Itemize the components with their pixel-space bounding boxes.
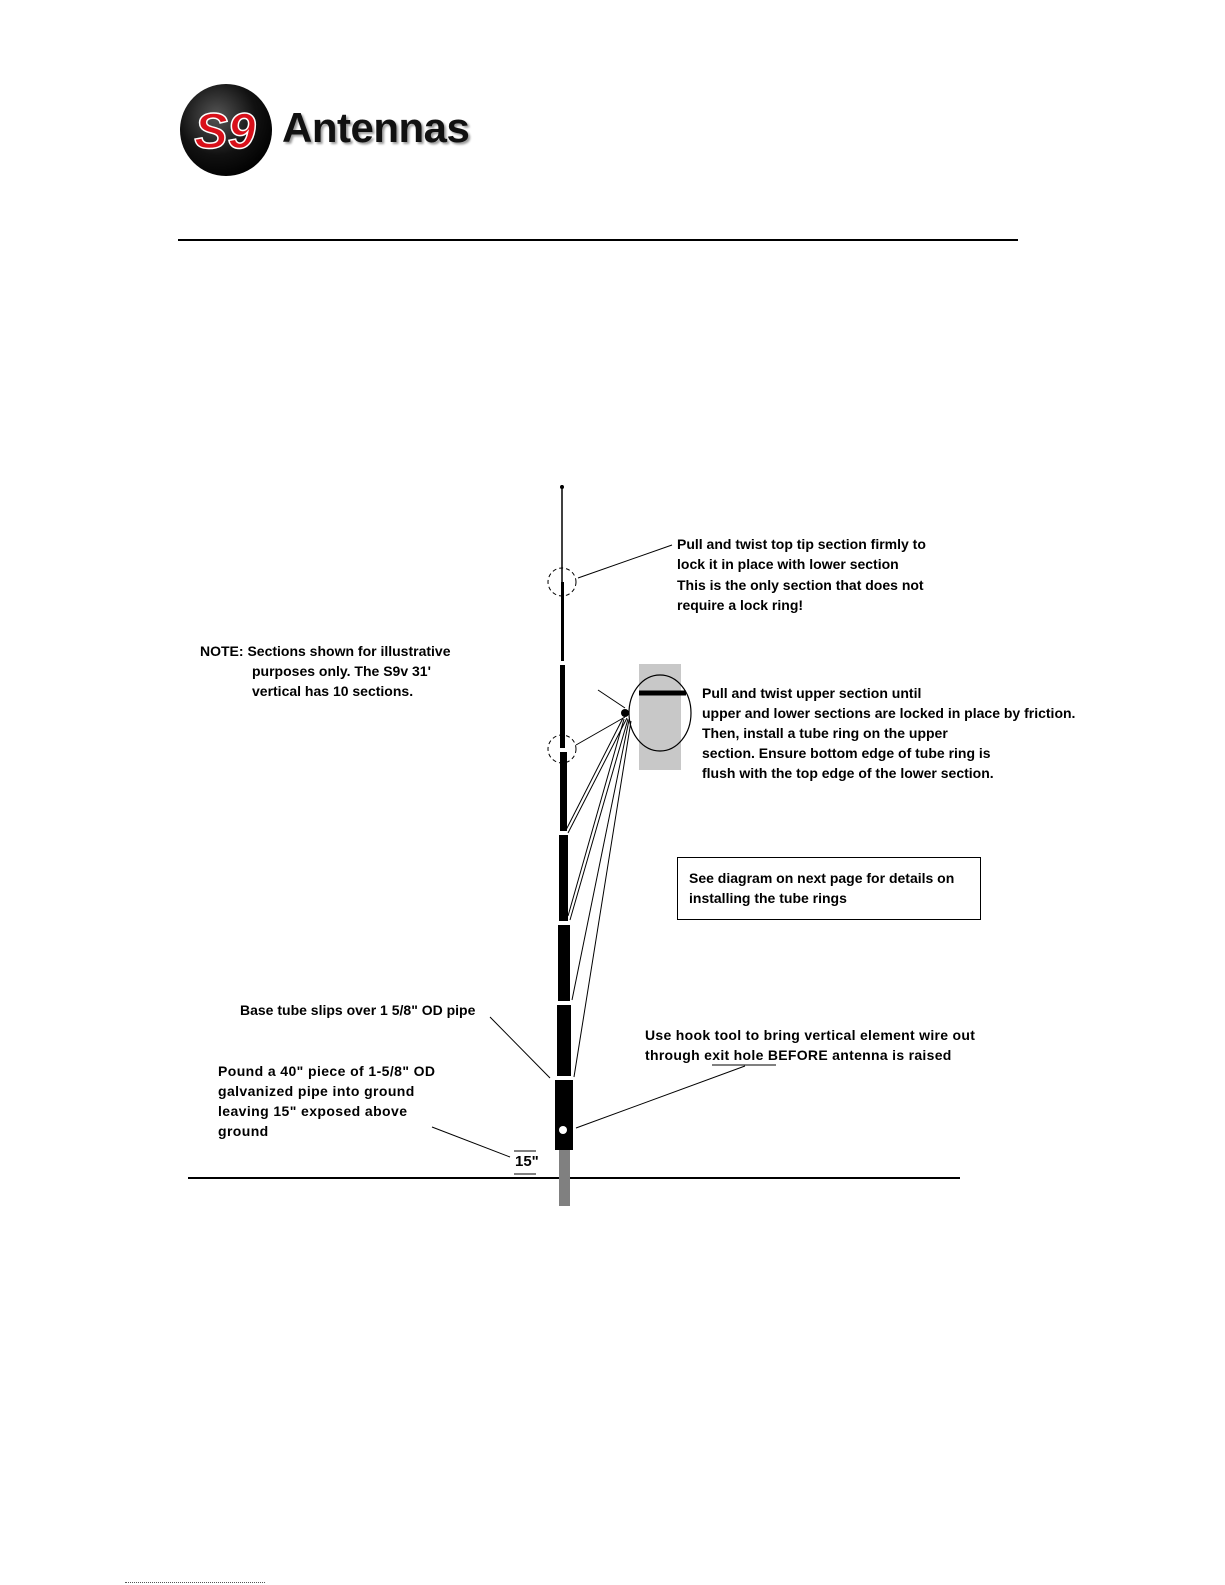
antenna-top-section bbox=[561, 582, 564, 661]
top-joint-marker bbox=[547, 567, 577, 597]
footer-divider bbox=[125, 1582, 265, 1583]
see-next-page-text: See diagram on next page for details on … bbox=[689, 870, 955, 906]
upper-section-callout: Pull and twist upper section until upper… bbox=[702, 685, 1076, 781]
upper-joint-leader bbox=[575, 716, 626, 746]
antenna-section-3 bbox=[558, 925, 570, 1001]
header-divider bbox=[178, 239, 1018, 241]
joint-leader-fan bbox=[565, 717, 632, 1078]
see-next-page-box bbox=[677, 857, 981, 920]
antenna-tip-ball bbox=[560, 485, 564, 489]
upper-joint-marker bbox=[547, 734, 577, 764]
note-callout: NOTE: Sections shown for illustrative pu… bbox=[200, 643, 451, 699]
tube-ring-detail-bg bbox=[639, 664, 681, 770]
ground-pipe bbox=[559, 1148, 570, 1206]
antenna-section-4 bbox=[559, 835, 568, 921]
joint-focus-dot bbox=[621, 709, 629, 717]
top-tip-leader bbox=[577, 544, 673, 579]
base-tube-callout: Base tube slips over 1 5/8" OD pipe bbox=[240, 1002, 476, 1018]
exit-hole bbox=[559, 1126, 567, 1134]
s9-antennas-logo: S9 bbox=[180, 84, 272, 176]
antenna-section-6 bbox=[560, 665, 565, 748]
hook-tool-callout: Use hook tool to bring vertical element … bbox=[645, 1027, 976, 1063]
upper-section-leader bbox=[597, 689, 626, 709]
exposed-height-label: 15" bbox=[515, 1153, 539, 1170]
hook-tool-leader bbox=[575, 1065, 746, 1129]
logo-badge bbox=[180, 84, 272, 176]
pipe-callout: Pound a 40" piece of 1-5/8" OD galvanize… bbox=[218, 1063, 436, 1139]
base-tube-leader bbox=[489, 1016, 551, 1079]
pipe-leader bbox=[431, 1126, 511, 1158]
antenna-section-2 bbox=[557, 1005, 571, 1076]
antenna-section-5 bbox=[560, 752, 567, 831]
logo-badge-text: S9 bbox=[194, 103, 255, 159]
top-tip-callout: Pull and twist top tip section firmly to… bbox=[677, 536, 926, 613]
logo-wordmark: Antennas bbox=[282, 104, 470, 151]
base-tube-section bbox=[555, 1080, 573, 1150]
